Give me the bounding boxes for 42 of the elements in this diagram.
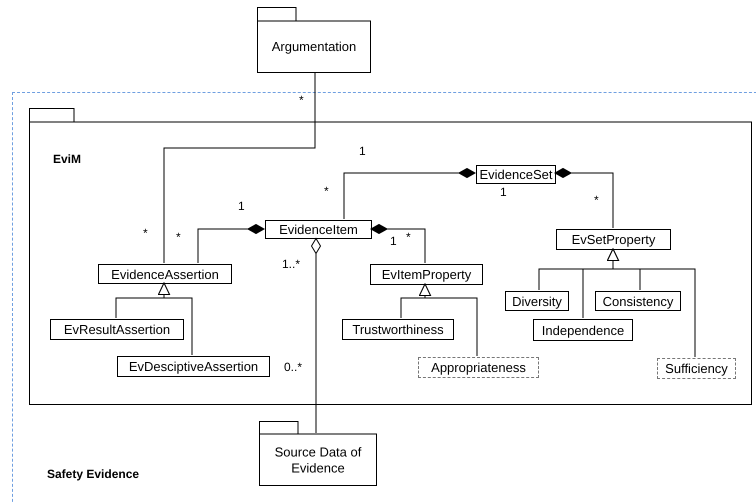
multiplicity-label: *: [299, 94, 304, 106]
class-box: EvidenceSet: [476, 165, 556, 184]
multiplicity-label: 1: [500, 186, 507, 198]
association-line: [164, 72, 316, 264]
composition-line: [370, 224, 426, 264]
package-name: Argumentation: [270, 39, 358, 55]
class-box: Appropriateness: [418, 357, 539, 378]
class-box: EvSetProperty: [556, 229, 671, 250]
class-box: EvidenceAssertion: [98, 264, 232, 284]
composition-line: [311, 238, 321, 434]
multiplicity-label: 1..*: [282, 258, 300, 270]
multiplicity-label: *: [324, 185, 329, 197]
dashed-region: [12, 92, 756, 502]
multiplicity-label: *: [594, 194, 599, 206]
composition-line: [554, 168, 614, 228]
generalization-arrow: [607, 248, 696, 358]
composition-line: [198, 224, 264, 264]
class-box: EvidenceItem: [265, 220, 372, 239]
multiplicity-label: 1: [238, 200, 245, 212]
multiplicity-label: 0..*: [284, 361, 302, 373]
multiplicity-label: 1: [390, 235, 397, 247]
package-box: [29, 108, 752, 405]
class-box: Trustworthiness: [342, 319, 454, 340]
package-box: [257, 7, 371, 73]
class-box: Sufficiency: [657, 358, 736, 379]
generalization-arrow: [419, 284, 478, 356]
class-box: Diversity: [505, 291, 569, 311]
package-name: EviM: [53, 152, 82, 166]
multiplicity-label: *: [143, 227, 148, 239]
class-box: Independence: [533, 319, 633, 341]
multiplicity-label: *: [406, 231, 411, 243]
generalization-arrow: [158, 282, 192, 356]
multiplicity-label: 1: [359, 145, 366, 157]
package-name: Source Data of Evidence: [274, 444, 362, 476]
class-box: EvResultAssertion: [50, 319, 184, 340]
class-box: EvDesciptiveAssertion: [117, 356, 270, 377]
class-box: Consistency: [595, 291, 681, 311]
package-box: [259, 421, 377, 486]
composition-line: [344, 168, 476, 220]
multiplicity-label: *: [176, 231, 181, 243]
class-box: EvItemProperty: [370, 264, 483, 285]
region-title: Safety Evidence: [47, 467, 140, 481]
